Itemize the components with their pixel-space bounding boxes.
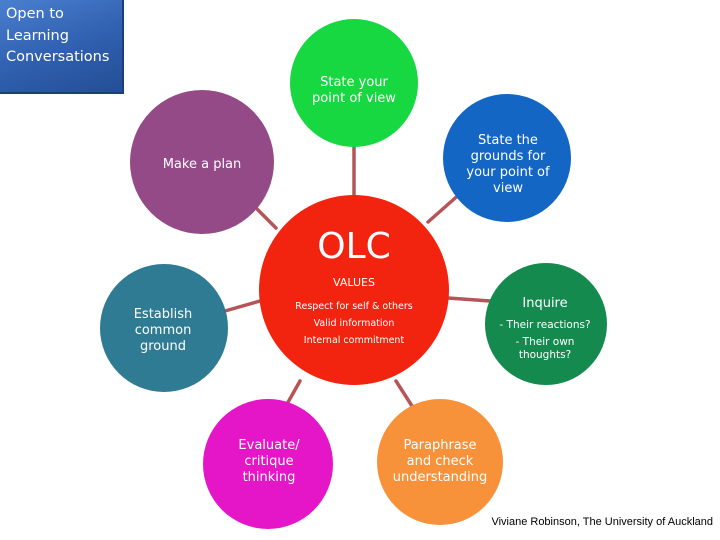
labels: State your point of view State the groun…	[134, 75, 591, 485]
node-paraphrase	[377, 399, 503, 525]
node-evaluate	[203, 399, 333, 529]
paraphrase-label-1: Paraphrase	[403, 438, 476, 453]
center-value-2: Valid information	[314, 318, 395, 329]
state-grounds-label-2: grounds for	[471, 149, 546, 164]
title-box: Open to Learning Conversations	[0, 0, 124, 94]
state-view-label-1: State your	[320, 75, 388, 90]
center-value-1: Respect for self & others	[295, 301, 412, 312]
make-plan-label: Make a plan	[163, 157, 242, 172]
establish-label-3: ground	[140, 339, 186, 354]
connector-evaluate	[285, 379, 302, 406]
title-line-3: Conversations	[6, 49, 110, 65]
node-center-olc	[259, 195, 449, 385]
connector-establish	[223, 299, 262, 313]
establish-label-1: Establish	[134, 307, 193, 322]
title-line-2: Learning	[6, 27, 69, 44]
connector-paraphrase	[394, 379, 414, 408]
connector-inquire	[446, 296, 492, 303]
state-view-label-2: point of view	[312, 91, 396, 106]
credit-text: Viviane Robinson, The University of Auck…	[491, 516, 713, 528]
establish-label-2: common	[135, 323, 192, 338]
evaluate-label-3: thinking	[243, 470, 296, 485]
paraphrase-label-2: and check	[407, 454, 474, 469]
node-establish	[100, 264, 228, 392]
connector-make-plan	[252, 204, 278, 230]
node-state-view	[290, 19, 418, 147]
inquire-label-3: - Their own	[516, 336, 575, 348]
state-grounds-label-3: your point of	[466, 165, 550, 180]
inquire-label-1: Inquire	[522, 296, 567, 311]
center-title: OLC	[317, 226, 391, 267]
center-value-3: Internal commitment	[304, 335, 405, 346]
paraphrase-label-3: understanding	[393, 470, 488, 485]
title-line-1: Open to	[6, 6, 64, 22]
center-subtitle: VALUES	[333, 276, 375, 289]
inquire-label-4: thoughts?	[519, 349, 571, 361]
state-grounds-label-1: State the	[478, 133, 538, 148]
state-grounds-label-4: view	[493, 181, 523, 196]
evaluate-label-2: critique	[244, 454, 293, 469]
node-make-plan	[130, 90, 274, 234]
evaluate-label-1: Evaluate/	[238, 438, 300, 453]
inquire-label-2: - Their reactions?	[499, 319, 590, 331]
node-state-grounds	[443, 94, 571, 222]
node-inquire	[485, 263, 607, 385]
